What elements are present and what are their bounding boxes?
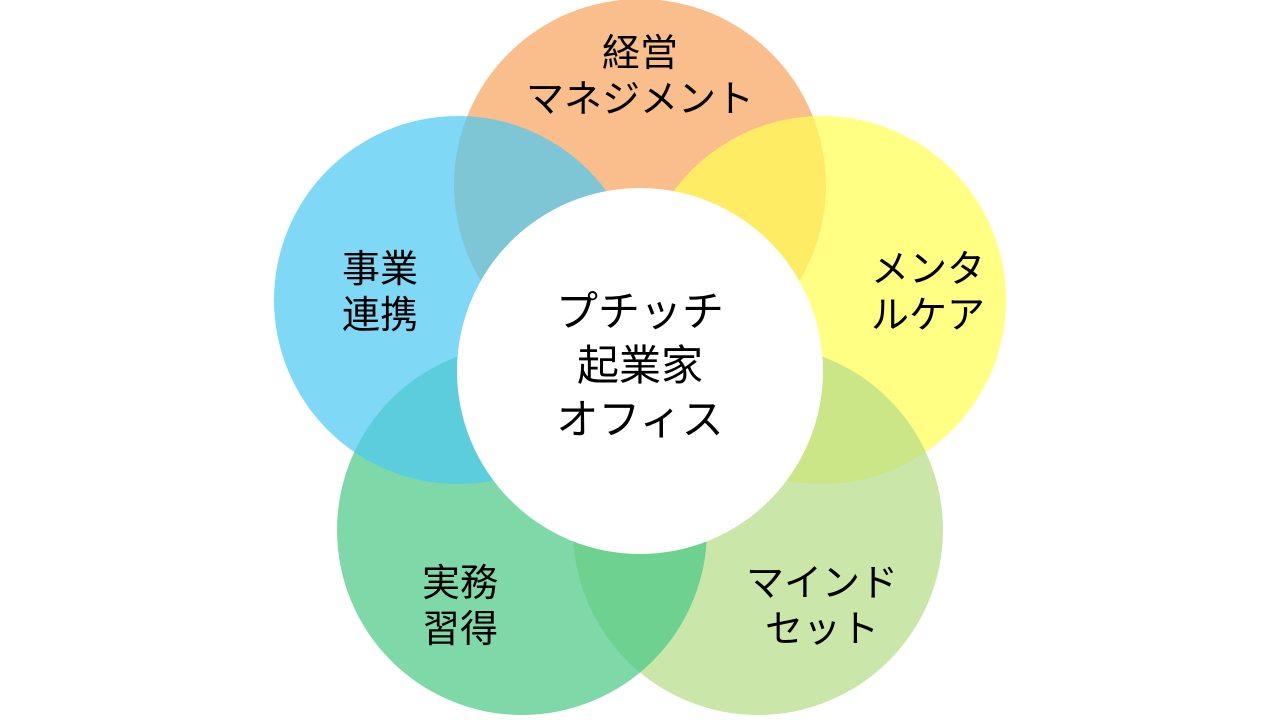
center-label: プチッチ 起業家 オフィス	[555, 287, 725, 444]
center-circle	[457, 188, 823, 554]
label-mindset: マインド セット	[745, 561, 899, 651]
label-practice: 実務 習得	[421, 561, 499, 651]
label-business-partnership: 事業 連携	[341, 247, 419, 337]
label-mental-care: メンタ ルケア	[870, 247, 986, 337]
label-management: 経営 マネジメント	[525, 31, 755, 121]
